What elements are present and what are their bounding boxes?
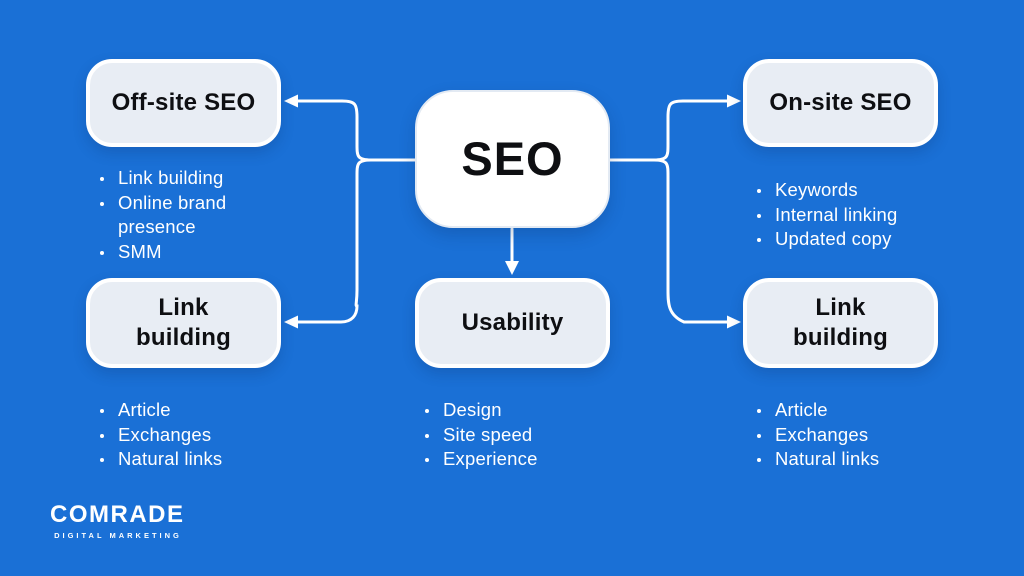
link-building-right-list: Article Exchanges Natural links xyxy=(752,398,942,472)
list-item: Internal linking xyxy=(752,203,942,228)
connector-to-on-site xyxy=(652,99,730,162)
list-item: Site speed xyxy=(420,423,610,448)
seo-center-box: SEO xyxy=(415,90,610,228)
bullet-dot xyxy=(100,177,104,181)
bullet-dot xyxy=(757,238,761,242)
arrowhead-link-left xyxy=(284,315,298,329)
list-item: Article xyxy=(752,398,942,423)
bullet-dot xyxy=(757,458,761,462)
list-item: Experience xyxy=(420,447,610,472)
list-item-label: Internal linking xyxy=(775,203,898,225)
on-site-seo-list: Keywords Internal linking Updated copy xyxy=(752,178,942,252)
list-item-label: Exchanges xyxy=(118,423,212,445)
list-item-label: Updated copy xyxy=(775,228,892,249)
list-item: SMM xyxy=(95,240,247,265)
bullet-dot xyxy=(757,409,761,413)
list-item-label: Exchanges xyxy=(775,423,869,445)
list-item-label: SMM xyxy=(118,240,162,262)
connector-to-link-right xyxy=(652,158,730,324)
link-building-right-box: Link building xyxy=(743,278,938,368)
list-item: Exchanges xyxy=(95,423,285,448)
arrowhead-off-site xyxy=(284,94,298,108)
bullet-dot xyxy=(425,433,429,438)
list-item-label: Keywords xyxy=(775,179,858,200)
usability-list: Design Site speed Experience xyxy=(420,398,610,472)
bullet-dot xyxy=(100,250,104,255)
link-building-left-title: Link building xyxy=(136,294,231,351)
list-item-label: Link building xyxy=(118,167,224,188)
list-item: Updated copy xyxy=(752,227,942,252)
arrowhead-link-right xyxy=(727,315,741,329)
list-item-label: Site speed xyxy=(443,423,533,445)
connector-to-off-site xyxy=(295,99,373,162)
list-item-label: Article xyxy=(118,399,171,420)
arrowhead-on-site xyxy=(727,94,741,108)
comrade-logo-tagline: DIGITAL MARKETING xyxy=(54,531,182,540)
bullet-dot xyxy=(425,409,429,413)
arrowhead-usability xyxy=(505,261,519,275)
list-item: Link building xyxy=(95,166,247,191)
list-item-label: Article xyxy=(775,399,828,420)
list-item: Keywords xyxy=(752,178,942,203)
bullet-dot xyxy=(425,458,429,462)
link-building-right-title: Link building xyxy=(793,294,888,351)
bullet-dot xyxy=(100,433,104,438)
off-site-seo-list: Link building Online brand presence SMM xyxy=(95,166,247,264)
bullet-dot xyxy=(100,409,104,413)
list-item: Online brand presence xyxy=(95,191,247,240)
off-site-seo-title: Off-site SEO xyxy=(111,89,256,116)
bullet-dot xyxy=(757,213,761,218)
list-item: Article xyxy=(95,398,285,423)
on-site-seo-box: On-site SEO xyxy=(743,59,938,147)
usability-box: Usability xyxy=(415,278,610,368)
bullet-dot xyxy=(757,433,761,438)
comrade-logo-wordmark: COMRADE xyxy=(50,501,185,528)
list-item-label: Natural links xyxy=(775,448,880,469)
list-item: Exchanges xyxy=(752,423,942,448)
seo-center-title: SEO xyxy=(461,132,564,185)
bullet-dot xyxy=(757,189,761,193)
list-item: Natural links xyxy=(752,447,942,472)
connector-to-link-left xyxy=(295,158,373,324)
link-building-left-list: Article Exchanges Natural links xyxy=(95,398,285,472)
list-item: Design xyxy=(420,398,610,423)
list-item-label: Experience xyxy=(443,448,538,469)
comrade-logo: COMRADE DIGITAL MARKETING xyxy=(50,501,186,541)
list-item-label: Design xyxy=(443,399,502,420)
bullet-dot xyxy=(100,458,104,462)
link-building-left-box: Link building xyxy=(86,278,281,368)
off-site-seo-box: Off-site SEO xyxy=(86,59,281,147)
list-item-label: Natural links xyxy=(118,448,223,469)
usability-title: Usability xyxy=(461,309,564,336)
bullet-dot xyxy=(100,201,104,206)
list-item: Natural links xyxy=(95,447,285,472)
list-item-label: Online brand presence xyxy=(118,191,227,238)
on-site-seo-title: On-site SEO xyxy=(769,89,912,116)
